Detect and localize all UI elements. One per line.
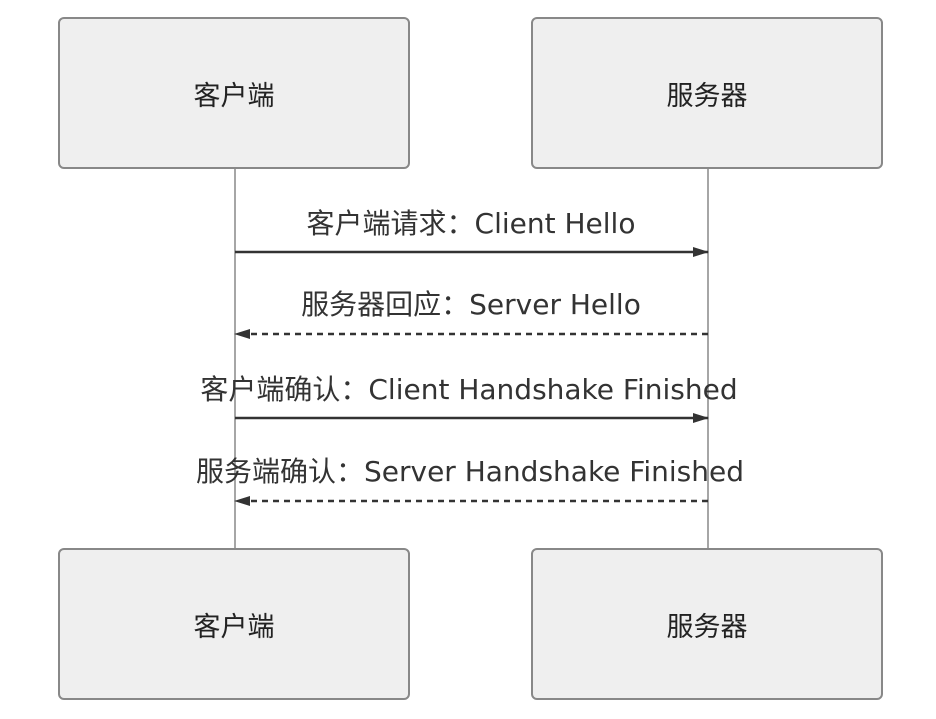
server-participant-label: 服务器 bbox=[666, 611, 748, 643]
client-participant-top: 客户端 bbox=[58, 17, 410, 169]
message-label-client-hello: 客户端请求：Client Hello bbox=[306, 207, 636, 240]
server-participant-top: 服务器 bbox=[531, 17, 883, 169]
message-label-server-hello: 服务器回应：Server Hello bbox=[301, 288, 641, 321]
message-label-client-finished: 客户端确认：Client Handshake Finished bbox=[200, 373, 738, 406]
client-participant-bottom: 客户端 bbox=[58, 548, 410, 700]
client-participant-label: 客户端 bbox=[193, 611, 275, 643]
message-label-server-finished: 服务端确认：Server Handshake Finished bbox=[196, 455, 744, 488]
server-participant-label: 服务器 bbox=[666, 80, 748, 112]
server-participant-bottom: 服务器 bbox=[531, 548, 883, 700]
client-participant-label: 客户端 bbox=[193, 80, 275, 112]
